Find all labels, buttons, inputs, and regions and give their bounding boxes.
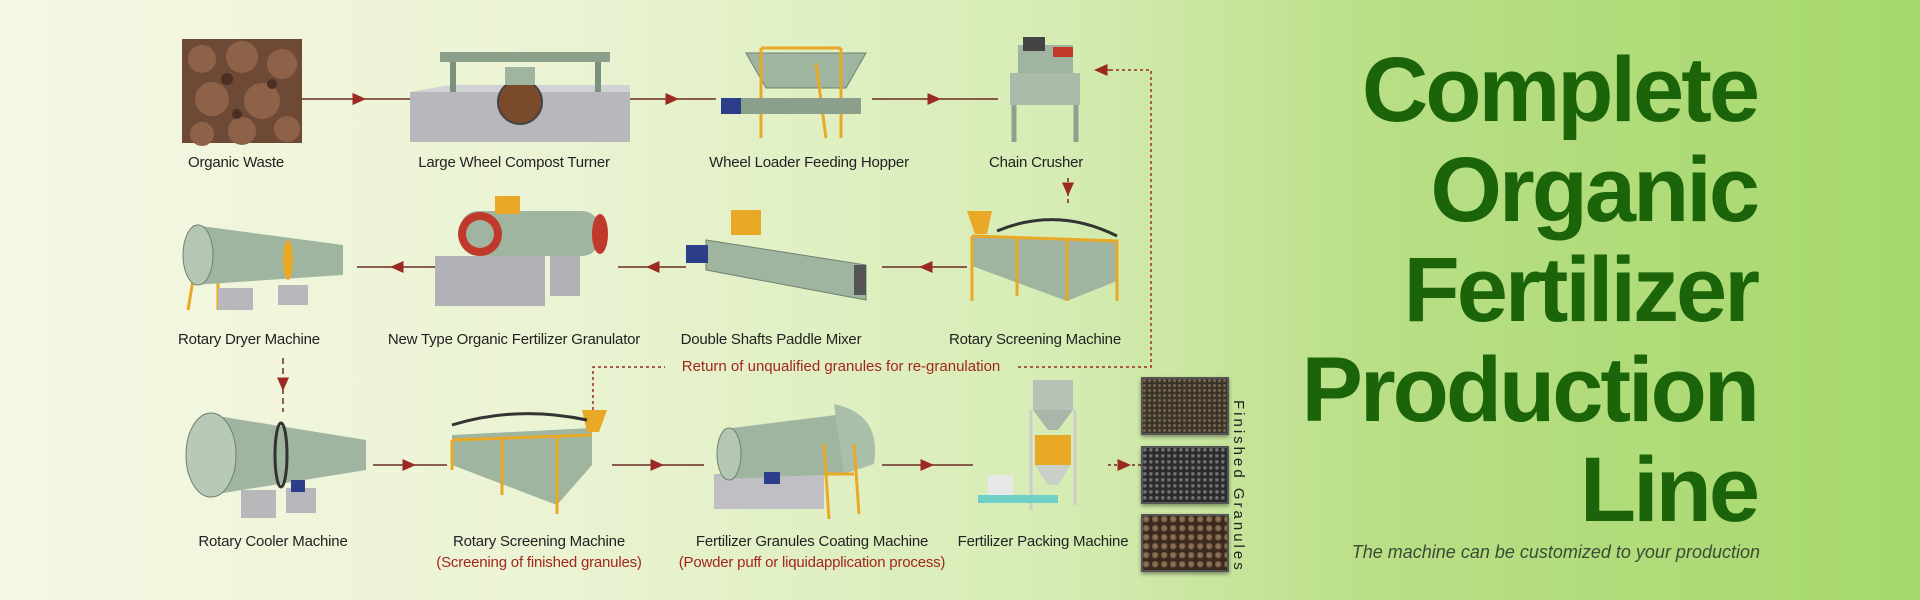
label-paddle-mixer: Double Shafts Paddle Mixer xyxy=(680,331,862,348)
granules-sample-1 xyxy=(1141,377,1229,435)
return-label: Return of unqualified granules for re-gr… xyxy=(681,358,1001,375)
rotary-dryer-image xyxy=(182,224,343,311)
note-finished-screening: (Screening of finished granules) xyxy=(436,554,642,571)
title-line-3: Fertilizer xyxy=(1403,239,1760,341)
finished-granules-label: Finished Granules xyxy=(1230,400,1247,573)
paddle-mixer-image xyxy=(686,210,867,301)
page-title: Complete Organic Fertilizer Production L… xyxy=(1301,39,1760,541)
granules-sample-2 xyxy=(1141,446,1229,504)
granulator-image xyxy=(435,196,608,306)
rotary-screening-image xyxy=(967,211,1119,301)
coating-machine-image xyxy=(714,404,876,520)
title-line-5: Line xyxy=(1579,439,1760,541)
label-rotary-dryer: Rotary Dryer Machine xyxy=(178,331,320,348)
note-coating-machine: (Powder puff or liquidapplication proces… xyxy=(678,554,946,571)
label-compost-turner: Large Wheel Compost Turner xyxy=(418,154,610,171)
chain-crusher-image xyxy=(1010,37,1080,142)
label-granulator: New Type Organic Fertilizer Granulator xyxy=(387,331,641,348)
label-finished-screening: Rotary Screening Machine xyxy=(453,533,625,550)
label-chain-crusher: Chain Crusher xyxy=(988,154,1084,171)
label-rotary-screening: Rotary Screening Machine xyxy=(949,331,1121,348)
label-rotary-cooler: Rotary Cooler Machine xyxy=(198,533,348,550)
return-line xyxy=(592,69,1152,410)
title-line-1: Complete xyxy=(1361,39,1760,141)
organic-waste-image xyxy=(182,39,302,146)
label-organic-waste: Organic Waste xyxy=(187,154,285,171)
label-feeding-hopper: Wheel Loader Feeding Hopper xyxy=(709,154,909,171)
label-packing-machine: Fertilizer Packing Machine xyxy=(957,533,1129,550)
feeding-hopper-image xyxy=(721,46,867,139)
title-line-4: Production xyxy=(1301,339,1760,441)
rotary-cooler-image xyxy=(185,412,366,518)
granules-sample-3 xyxy=(1141,514,1229,572)
tagline: The machine can be customized to your pr… xyxy=(1351,542,1760,562)
packing-machine-image xyxy=(978,380,1077,510)
label-coating-machine: Fertilizer Granules Coating Machine xyxy=(695,533,929,550)
finished-screening-image xyxy=(450,410,607,514)
title-line-2: Organic xyxy=(1430,139,1760,241)
compost-turner-image xyxy=(410,52,630,142)
